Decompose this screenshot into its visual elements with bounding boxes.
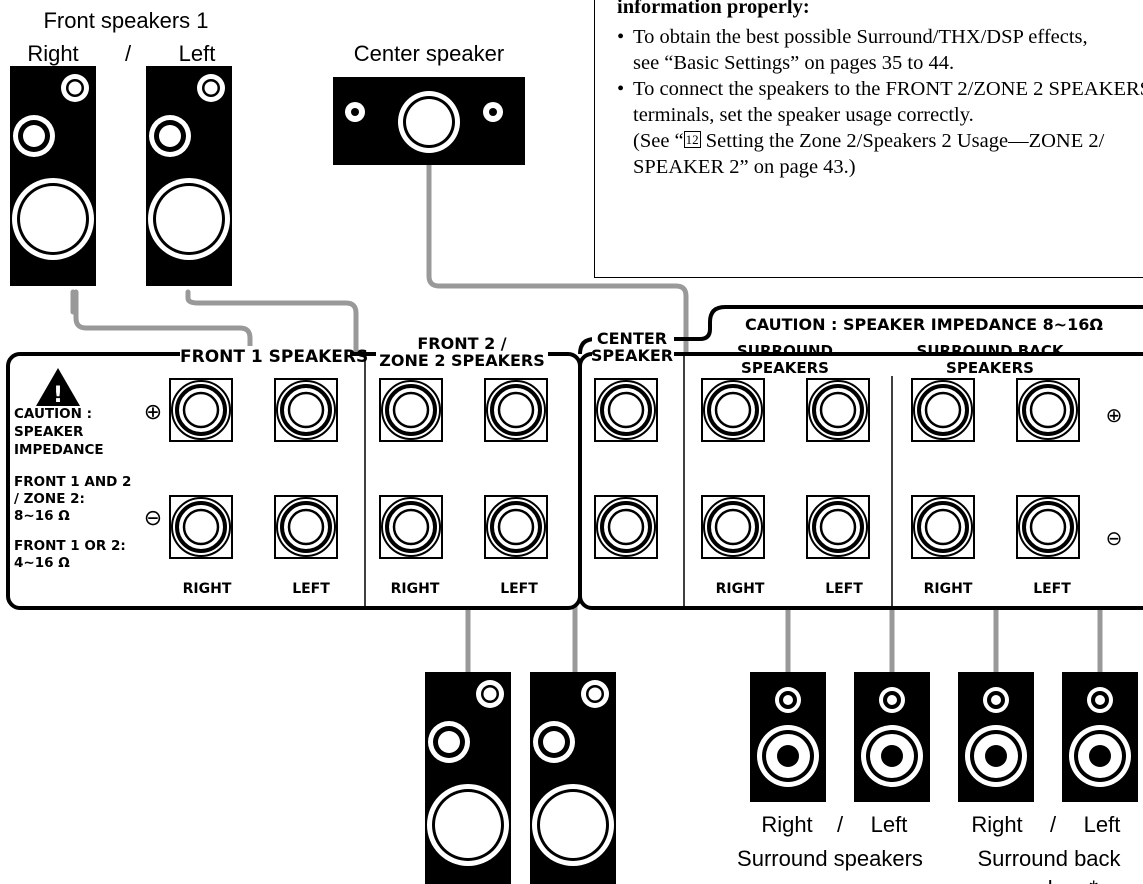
front-speaker-1-left-icon xyxy=(146,66,232,286)
front-speaker-1-right-icon xyxy=(10,66,96,286)
plus-symbol-left: ⊕ xyxy=(144,399,162,424)
channel-label-surround-right: RIGHT xyxy=(716,581,765,597)
front-speaker-2-right-icon xyxy=(425,672,511,884)
minus-symbol-right: ⊖ xyxy=(1106,528,1123,550)
terminal-surround-back-right-positive-icon xyxy=(910,377,976,443)
terminal-surround-left-positive-icon xyxy=(805,377,871,443)
front1-slash: / xyxy=(125,41,132,66)
channel-label-front1-left: LEFT xyxy=(292,581,330,597)
surround-left-speaker-icon xyxy=(854,672,930,802)
front1-right-label: Right xyxy=(27,41,78,66)
settings-note: information properly: To obtain the best… xyxy=(594,0,1143,278)
terminal-front1-left-negative-icon xyxy=(273,494,339,560)
terminal-center-positive-icon xyxy=(593,377,659,443)
minus-symbol-left: ⊖ xyxy=(144,505,162,530)
note-item-zone2-usage: To connect the speakers to the FRONT 2/Z… xyxy=(617,76,1143,180)
note-item2-line4: SPEAKER 2” on page 43.) xyxy=(633,156,856,178)
caution-impedance-label: CAUTION : SPEAKER IMPEDANCE 8∼16Ω xyxy=(745,315,1103,334)
warning-triangle-icon: ! xyxy=(36,368,80,408)
surround-back-label-line1: SURROUND BACK xyxy=(917,342,1065,360)
terminal-front2-left-positive-icon xyxy=(483,377,549,443)
channel-label-surround-back-right: RIGHT xyxy=(924,581,973,597)
surround-back-left-label: Left xyxy=(1084,812,1121,837)
front-speaker-2-left-icon xyxy=(530,672,616,884)
terminal-front2-right-negative-icon xyxy=(378,494,444,560)
center-label-line1: CENTER xyxy=(597,329,667,348)
note-item2-line2: terminals, set the speaker usage correct… xyxy=(633,104,974,126)
center-title: Center speaker xyxy=(354,41,504,66)
terminal-front1-right-positive-icon xyxy=(168,377,234,443)
terminal-center-negative-icon xyxy=(593,494,659,560)
surround-title: Surround speakers xyxy=(737,846,923,871)
channel-label-front2-left: LEFT xyxy=(500,581,538,597)
surround-back-title: Surround back xyxy=(977,846,1121,871)
warning-mark: ! xyxy=(53,383,63,408)
terminal-surround-right-negative-icon xyxy=(700,494,766,560)
channel-label-surround-back-left: LEFT xyxy=(1033,581,1071,597)
front2-label-line1: FRONT 2 / xyxy=(417,334,506,353)
terminal-front2-right-positive-icon xyxy=(378,377,444,443)
terminal-surround-back-left-positive-icon xyxy=(1015,377,1081,443)
front-spec-4: FRONT 1 OR 2: xyxy=(14,538,126,554)
center-label-line2: SPEAKER xyxy=(591,346,673,365)
caution-left-1: CAUTION : xyxy=(14,406,92,422)
terminal-surround-left-negative-icon xyxy=(805,494,871,560)
channel-label-surround-left: LEFT xyxy=(825,581,863,597)
front1-title: Front speakers 1 xyxy=(43,8,208,33)
note-item1-line1: To obtain the best possible Surround/THX… xyxy=(633,26,1088,48)
caution-left-3: IMPEDANCE xyxy=(14,442,104,458)
front-spec-1: FRONT 1 AND 2 xyxy=(14,474,131,490)
surround-back-right-label: Right xyxy=(971,812,1022,837)
surround-slash: / xyxy=(837,812,844,837)
front-spec-5: 4∼16 Ω xyxy=(14,555,70,571)
terminal-surround-back-right-negative-icon xyxy=(910,494,976,560)
note-item2-ref-box: 12 xyxy=(683,131,701,148)
note-item-basic-settings: To obtain the best possible Surround/THX… xyxy=(617,24,1143,76)
surround-left-label: Left xyxy=(871,812,908,837)
terminal-front2-left-negative-icon xyxy=(483,494,549,560)
front2-label-line2: ZONE 2 SPEAKERS xyxy=(379,351,545,370)
front1-left-label: Left xyxy=(179,41,216,66)
surround-label-line1: SURROUND xyxy=(737,342,833,360)
channel-label-front2-right: RIGHT xyxy=(391,581,440,597)
channel-label-front1-right: RIGHT xyxy=(183,581,232,597)
note-item2-line1: To connect the speakers to the FRONT 2/Z… xyxy=(633,78,1143,100)
surround-right-speaker-icon xyxy=(750,672,826,802)
terminal-front1-left-positive-icon xyxy=(273,377,339,443)
surround-back-label-line2: SPEAKERS xyxy=(946,359,1034,377)
caution-left-2: SPEAKER xyxy=(14,424,84,440)
surround-back-left-speaker-icon xyxy=(1062,672,1138,802)
surround-back-title-2: speakers* xyxy=(1000,876,1098,884)
plus-symbol-right: ⊕ xyxy=(1106,405,1123,427)
surround-right-label: Right xyxy=(761,812,812,837)
terminal-surround-back-left-negative-icon xyxy=(1015,494,1081,560)
front-spec-2: / ZONE 2: xyxy=(14,491,85,507)
surround-back-slash: / xyxy=(1050,812,1057,837)
note-item1-line2: see “Basic Settings” on pages 35 to 44. xyxy=(633,52,955,74)
note-item2-line3b: Setting the Zone 2/Speakers 2 Usage—ZONE… xyxy=(700,130,1105,152)
note-item2-line3a: (See “ xyxy=(633,130,684,152)
terminal-front1-right-negative-icon xyxy=(168,494,234,560)
surround-back-right-speaker-icon xyxy=(958,672,1034,802)
note-heading: information properly: xyxy=(617,0,810,18)
front-spec-3: 8∼16 Ω xyxy=(14,508,70,524)
front1-speakers-label: FRONT 1 SPEAKERS xyxy=(180,347,368,367)
surround-label-line2: SPEAKERS xyxy=(741,359,829,377)
center-speaker-icon xyxy=(333,77,525,165)
terminal-surround-right-positive-icon xyxy=(700,377,766,443)
